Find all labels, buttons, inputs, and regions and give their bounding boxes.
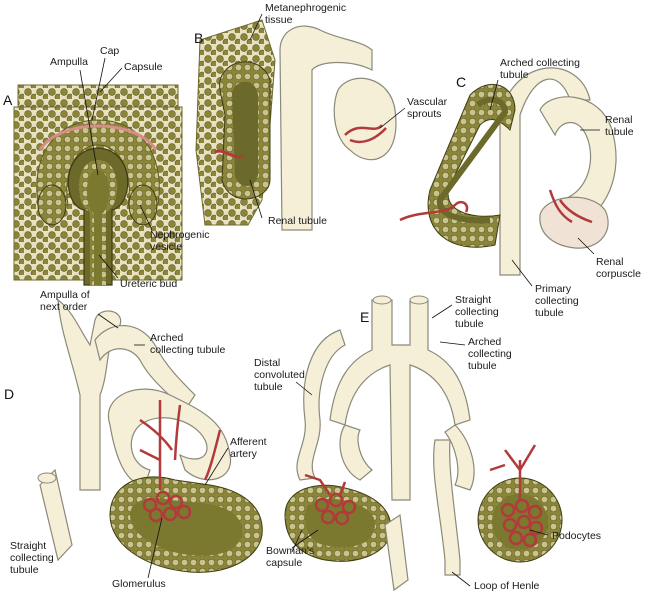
leader-ampulla (79, 69, 99, 176)
label-arched-collecting-tubule-e: Arched collecting tubule (468, 336, 512, 372)
capsule-layer (17, 84, 179, 108)
leader-cap (91, 57, 106, 121)
tubule-opening-d (37, 472, 57, 484)
arched-lumen-c (436, 96, 509, 224)
loop-of-henle-shape (433, 439, 461, 576)
leader-renal-tubule-b (249, 179, 263, 219)
loops-d (107, 388, 232, 486)
label-distal-convoluted-tubule: Distal convoluted tubule (254, 357, 305, 393)
nephrogenic-vesicle-shape (128, 184, 158, 226)
label-ureteric-bud: Ureteric bud (120, 278, 178, 290)
label-metanephrogenic-tissue: Metanephrogenic tissue (265, 2, 347, 26)
label-renal-tubule-c: Renal tubule (605, 114, 634, 138)
renal-tubule-b-lumen (232, 81, 258, 187)
label-capsule: Capsule (124, 61, 163, 73)
renal-tubule-b-body (333, 77, 397, 161)
label-afferent-artery: Afferent artery (230, 436, 267, 460)
panel-label-b: B (194, 30, 204, 46)
leader-vascular (379, 107, 406, 129)
leader-podocytes (529, 529, 549, 536)
leader-bowmans-1 (291, 529, 319, 549)
label-straight-collecting-tubule-e: Straight collecting tubule (455, 294, 499, 330)
leader-straight-e (431, 304, 453, 319)
leader-loop-henle (451, 571, 471, 587)
leader-renal-corpuscle (577, 237, 595, 255)
leader-primary-collecting (511, 259, 533, 287)
label-renal-corpuscle: Renal corpuscle (596, 256, 641, 280)
panel-b-drawing (195, 13, 406, 231)
straight-tubule-stub-e (384, 513, 409, 592)
leader-afferent (204, 447, 229, 486)
panel-label-c: C (456, 74, 467, 90)
cap-layer (36, 119, 160, 206)
leader-arched-c (489, 79, 499, 111)
label-arched-collecting-tubule-c: Arched collecting tubule (500, 57, 580, 81)
cap-pink-band (38, 124, 158, 151)
panel-d-drawing (37, 298, 263, 579)
label-straight-collecting-tubule-d: Straight collecting tubule (10, 540, 54, 576)
label-cap: Cap (100, 45, 120, 57)
vascular-sprouts-shape (344, 124, 387, 144)
leader-vesicle (139, 204, 153, 231)
loop-right-e (444, 424, 475, 491)
leader-ureteric-bud (98, 254, 119, 279)
panel-c-drawing (399, 67, 617, 287)
leader-distal (295, 381, 313, 396)
panel-label-d: D (4, 386, 15, 402)
podocytes-glomerulus (489, 444, 544, 548)
tube-opening-e-2 (409, 295, 429, 305)
label-podocytes: Podocytes (552, 530, 602, 542)
label-vascular-sprouts: Vascular sprouts (407, 96, 448, 120)
vessels-c (399, 189, 593, 224)
arched-collecting-tubule-d-shape (94, 325, 196, 411)
glomerulus-d-shape (142, 490, 192, 523)
loop-left-e (339, 424, 373, 481)
label-arched-collecting-tubule-d: Arched collecting tubule (150, 332, 226, 356)
leader-bowmans-2 (291, 529, 303, 553)
label-ampulla-next-order: Ampulla of next order (40, 289, 90, 313)
panel-a-drawing (13, 57, 183, 286)
afferent-artery-d-shape (139, 400, 222, 490)
distal-convoluted-tubule-shape (296, 329, 346, 481)
panel-label-a: A (3, 92, 13, 108)
collecting-tubule-b (279, 25, 373, 231)
capsule-lumen-d (130, 498, 243, 556)
label-bowmans-capsule: Bowman's capsule (266, 545, 315, 569)
leader-ampulla-next (97, 313, 119, 329)
label-glomerulus: Glomerulus (112, 578, 166, 590)
leader-metanephrogenic (249, 13, 263, 41)
tube-opening-e-1 (372, 295, 392, 305)
straight-collecting-tubule-e-shape (329, 299, 471, 501)
glomerulus-e-left (304, 473, 357, 526)
label-nephrogenic-vesicle: Nephrogenic vesicle (150, 229, 210, 253)
label-loop-of-henle: Loop of Henle (474, 580, 540, 592)
panel-label-e: E (360, 309, 370, 325)
label-ampulla: Ampulla (50, 56, 88, 68)
panel-e-drawing (284, 295, 563, 592)
renal-corpuscle-shape (539, 196, 609, 249)
left-vesicle (37, 184, 67, 226)
leader-capsule (99, 67, 123, 93)
vessel-b (214, 149, 245, 159)
ampulla-lumen (86, 170, 110, 285)
leader-glomerulus (147, 517, 163, 579)
label-primary-collecting-tubule: Primary collecting tubule (535, 283, 579, 319)
label-renal-tubule-b: Renal tubule (268, 215, 327, 227)
arched-collecting-tubule-c-shape (427, 83, 516, 248)
leader-arched-e (439, 341, 466, 346)
